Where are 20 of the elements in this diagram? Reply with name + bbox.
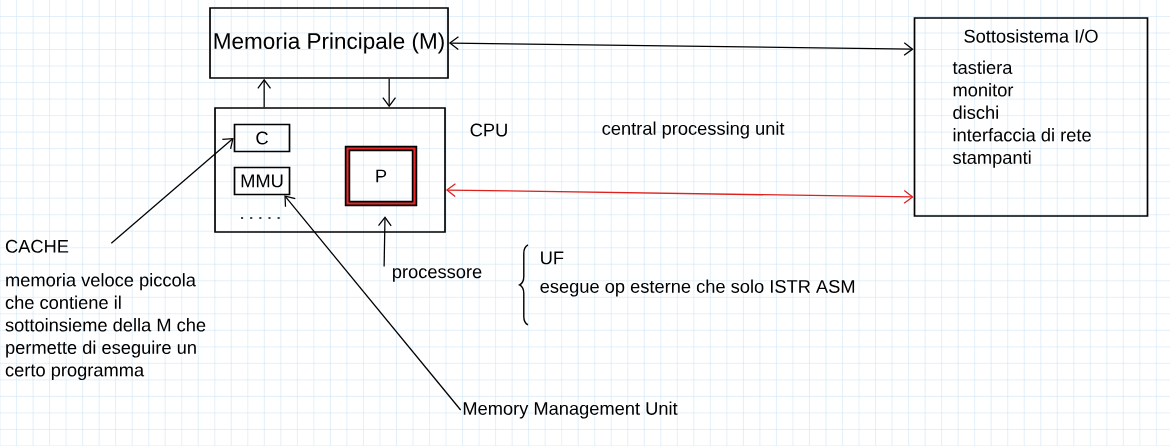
cpu-box: [214, 107, 446, 233]
arrow: [448, 36, 914, 56]
note-text: processore: [393, 268, 482, 282]
processor-box: P: [344, 145, 418, 207]
arrow: [377, 216, 392, 268]
arrow: [445, 183, 914, 204]
note-text: CPU: [470, 123, 507, 137]
memory-box: Memoria Principale (M): [209, 7, 449, 79]
note-text: esegue op esterne che solo ISTR ASM: [540, 279, 855, 297]
note-text: CACHE memoria veloce piccola che contiene il sottoinsieme della M che permette di eseguire un certo programma: [5, 239, 206, 381]
arrow: [110, 138, 234, 244]
io-subsystem-box: Sottosistema I/O tastiera monitor dischi interfaccia di rete stampanti: [913, 17, 1149, 217]
arrow: [382, 78, 397, 108]
note-text: UF: [541, 251, 564, 265]
arrow: [257, 78, 272, 108]
note-text: central processing unit: [602, 121, 785, 139]
mmu-box: MMU: [233, 166, 291, 196]
note-text: Memory Management Unit: [463, 401, 678, 419]
cache-box: C: [233, 123, 291, 153]
arrow: [284, 195, 462, 411]
